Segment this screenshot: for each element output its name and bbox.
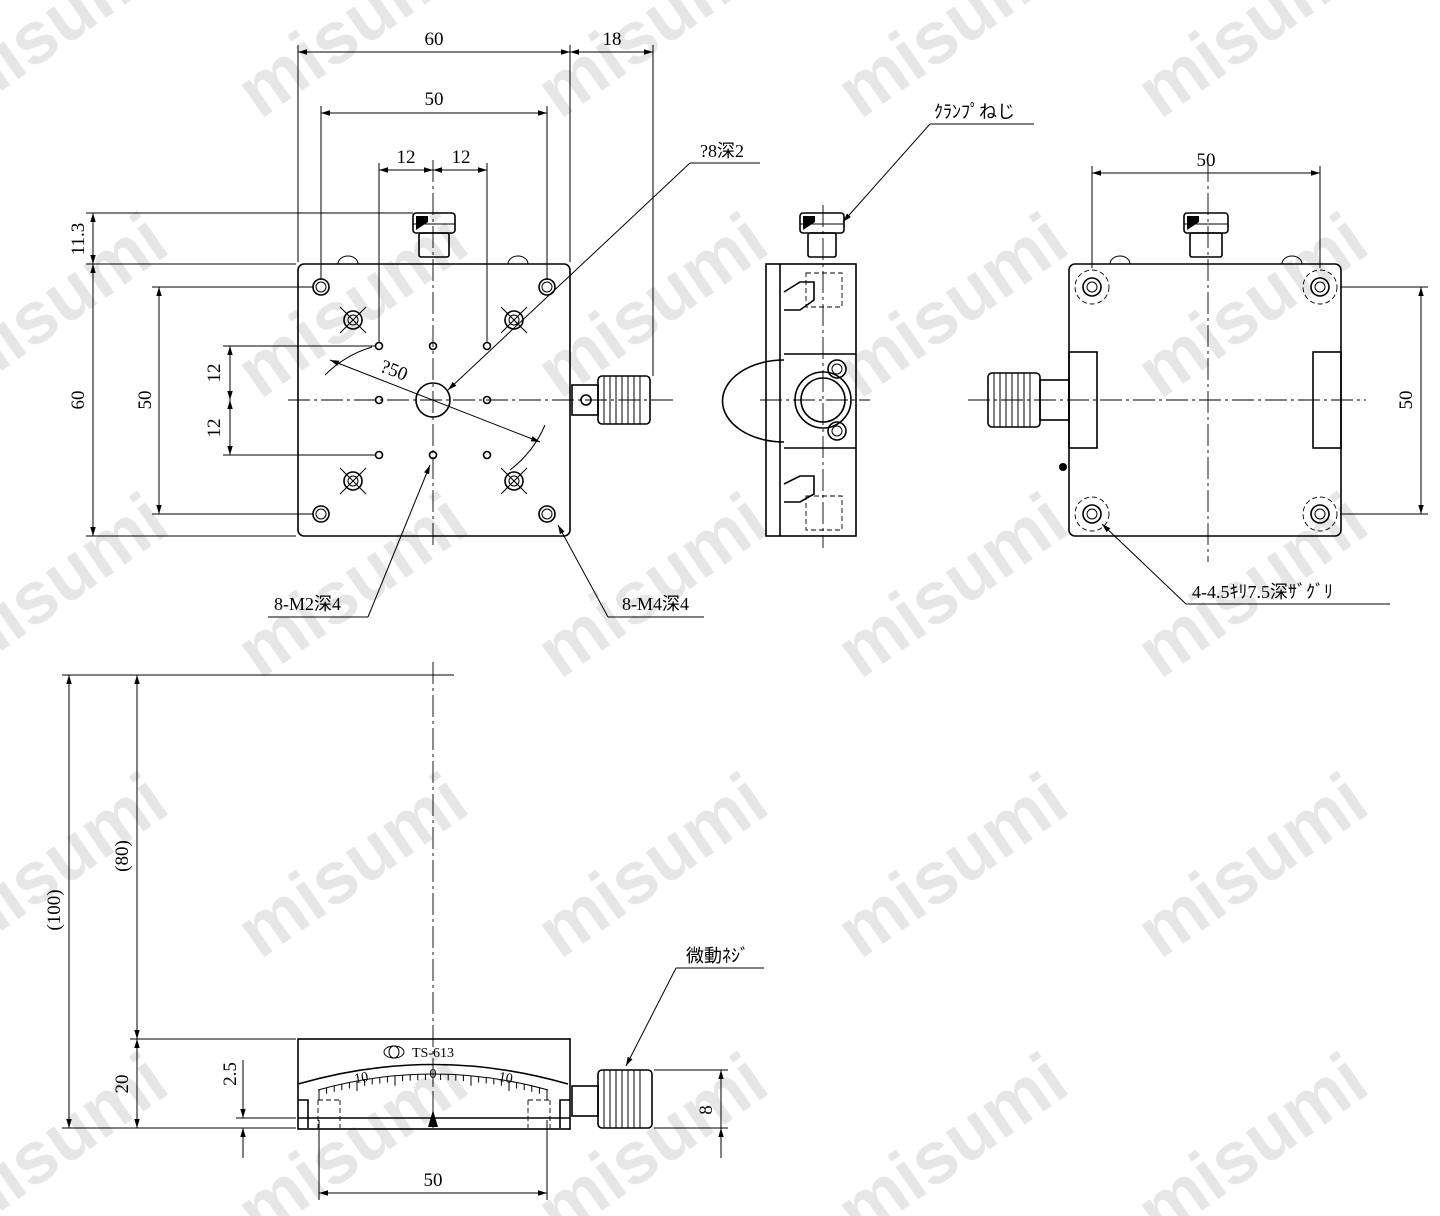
watermark-text: misumi [0, 1037, 181, 1216]
dim-label-2-5: 2.5 [220, 1062, 241, 1086]
callout-fine-screw-text: 微動ﾈｼﾞ [686, 946, 749, 966]
micrometer-knob-bottom-view [987, 372, 1070, 428]
callout-m2 [268, 464, 431, 618]
dim-front-width-50 [318, 1120, 548, 1200]
callout-counterbore-text: 4-4.5ｷﾘ7.5深ｻﾞｸﾞﾘ [1192, 582, 1333, 602]
dim-width-60 [297, 45, 571, 262]
callout-clamp [842, 123, 1034, 223]
scale-label-center: 0 [430, 1067, 437, 1082]
dim-label-bottom-50: 50 [1197, 150, 1216, 171]
watermark-text: misumi [0, 0, 181, 133]
watermark-text: misumi [822, 477, 1082, 694]
dim-label-12-lower: 12 [204, 419, 225, 438]
callout-center-hole-text: ?8深2 [700, 141, 744, 161]
watermark-text: misumi [822, 757, 1082, 974]
dim-label-20: 20 [112, 1075, 133, 1094]
dim-label-50-vertical: 50 [135, 391, 156, 410]
scale-label-right: 10 [497, 1070, 513, 1087]
callout-counterbore [1101, 523, 1390, 605]
dim-label-60: 60 [425, 29, 444, 50]
top-view: 60 18 50 12 12 11. [68, 29, 760, 618]
callout-fine-screw [625, 967, 764, 1067]
callout-m4-text: 8-M4深4 [622, 594, 689, 614]
watermark-text: misumi [522, 197, 782, 414]
watermark-text: misumi [0, 757, 181, 974]
front-feet [298, 1099, 570, 1128]
front-view: TS-613 10 0 10 [44, 662, 764, 1200]
dim-label-60-vertical: 60 [68, 391, 89, 410]
dim-label-pcd-50: ?50 [377, 356, 410, 385]
dim-bottom-width-50 [1091, 166, 1321, 268]
dim-label-18: 18 [603, 29, 622, 50]
dim-knob-18 [570, 45, 654, 376]
bottom-slot-right [1312, 351, 1342, 449]
dim-vertical-left [86, 212, 413, 537]
clamp-knob-bottom [1183, 212, 1229, 258]
watermark-text: misumi [522, 477, 782, 694]
dim-pitch-12-horizontal [378, 163, 488, 342]
scale-pointer [428, 1110, 438, 1127]
callout-center-hole [447, 162, 760, 391]
clamp-knob-top [412, 212, 456, 258]
pcd-arc-left [324, 346, 373, 376]
dim-label-bottom-50-vertical: 50 [1396, 391, 1417, 410]
side-hidden-lower [805, 495, 843, 531]
callout-clamp-text: ｸﾗﾝﾌﾟねじ [934, 102, 1015, 122]
model-label: TS-613 [412, 1046, 454, 1061]
dim-holes-50 [320, 106, 548, 280]
counterbore-holes [1074, 269, 1338, 532]
watermark-text: misumi [0, 477, 181, 694]
watermark-text: misumi [222, 197, 482, 414]
pcd-arc-right [509, 424, 546, 471]
bottom-view: 50 50 4-4.5ｷﾘ7.5深ｻﾞｸﾞﾘ [968, 150, 1428, 605]
edge-notch-left [337, 255, 359, 265]
scale-label-left: 10 [353, 1070, 369, 1087]
front-scale-ticks [318, 1074, 548, 1100]
front-scale-arc [297, 1063, 569, 1085]
watermark-text: misumi [0, 197, 181, 414]
pcd-diameter-line [329, 359, 541, 443]
callout-m4 [557, 524, 704, 618]
watermark-text: misumi [1122, 197, 1382, 414]
dim-label-front-50: 50 [424, 1170, 443, 1191]
watermark-text: misumi [1122, 1037, 1382, 1216]
dim-label-12-left: 12 [397, 147, 416, 168]
dim-front-2-5 [236, 1060, 296, 1158]
watermark-text: misumi [1122, 757, 1382, 974]
side-hidden-upper [805, 272, 843, 308]
watermark-text: misumi [822, 1037, 1082, 1216]
callout-m2-text: 8-M2深4 [274, 594, 341, 614]
edge-notch-right [507, 255, 529, 265]
side-boss-outer [794, 371, 852, 429]
watermark-text: misumi [1122, 0, 1382, 133]
watermark-text: misumi [222, 477, 482, 694]
micrometer-knob-top-view [571, 375, 651, 425]
dim-label-12-right: 12 [452, 147, 471, 168]
dim-label-11-3: 11.3 [68, 223, 89, 256]
micrometer-knob-front-view [571, 1069, 653, 1129]
dim-label-50: 50 [425, 89, 444, 110]
dim-vertical-50 [152, 286, 313, 515]
logo-mark-icon [383, 1045, 405, 1059]
side-view: ｸﾗﾝﾌﾟねじ [721, 102, 1034, 548]
watermark-text: misumi [522, 0, 782, 133]
dim-label-80: (80) [112, 840, 133, 872]
dim-pitch-12-vertical [223, 345, 375, 456]
watermark-text: misumi [522, 757, 782, 974]
watermark-text: misumi [222, 757, 482, 974]
dim-front-8 [654, 1069, 728, 1158]
dim-label-100: (100) [44, 889, 65, 930]
dim-bottom-height-50 [1340, 286, 1428, 515]
dim-label-12-upper: 12 [204, 364, 225, 383]
clamp-knob-side [799, 212, 845, 258]
dim-label-8: 8 [696, 1105, 717, 1115]
